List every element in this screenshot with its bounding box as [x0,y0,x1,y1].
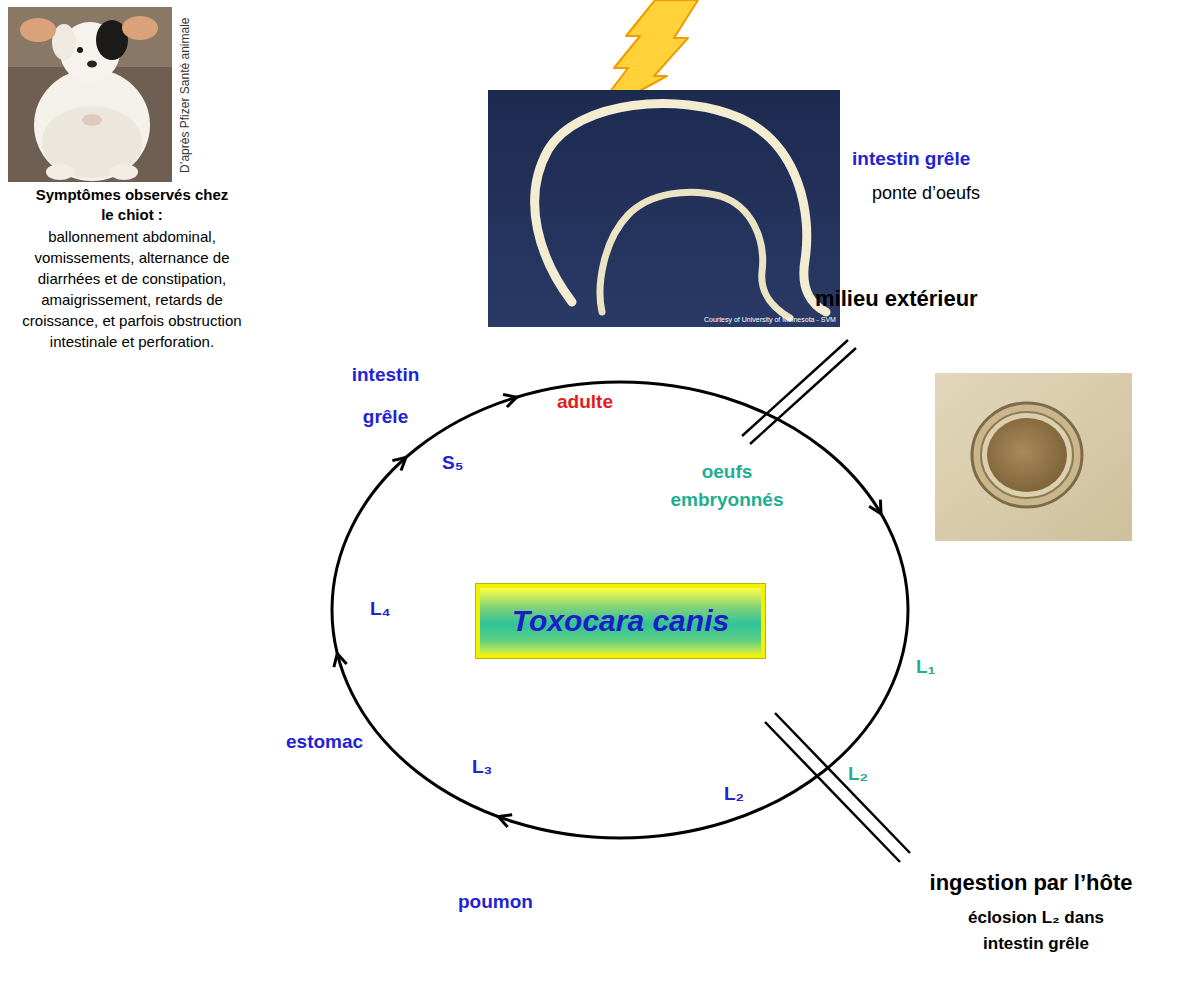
stage-label: oeufs embryonnés [658,458,796,514]
worm-photo [488,90,840,327]
barrier-slash [765,713,910,862]
transmission-note: éclosion L₂ dans intestin grêle [950,905,1122,957]
title-text: Toxocara canis [512,604,729,638]
stage-label: L₃ [472,756,492,779]
transmission-label: ingestion par l’hôte [918,870,1144,896]
stage-label: L₁ [916,656,935,679]
cycle-arrowhead [392,457,406,470]
location-label: poumon [458,891,533,914]
photo-credit: D’après Pfizer Santé animale [177,17,191,172]
cycle-arrowhead [498,815,512,827]
stage-label: L₄ [370,598,391,621]
symptoms-text: ballonnement abdominal, vomissements, al… [12,226,252,352]
stage-label: L₂ [848,763,868,786]
symptoms-heading: Symptômes observés chez le chiot : [34,185,230,225]
cycle-arrowhead [503,394,517,407]
egg-photo [935,373,1132,541]
title-box: Toxocara canis [476,584,765,658]
photo-credit: Courtesy of University of Minnesota - SV… [704,316,836,324]
cycle-arrowhead [334,654,347,668]
cycle-arrowheads [334,394,881,827]
cycle-ring [332,382,908,838]
stage-note: ponte d’oeufs [872,183,980,205]
stage-label: S₅ [442,452,463,475]
location-label: estomac [286,731,363,754]
puppy-photo [8,7,172,182]
cycle-arrowhead [869,500,881,514]
stage-label: adulte [557,391,613,414]
environment-label: milieu extérieur [815,286,978,312]
location-label: intestin grêle [338,354,433,438]
barrier-slash [742,340,856,444]
stage-label: L₂ [724,783,744,806]
location-label: intestin grêle [852,148,970,171]
